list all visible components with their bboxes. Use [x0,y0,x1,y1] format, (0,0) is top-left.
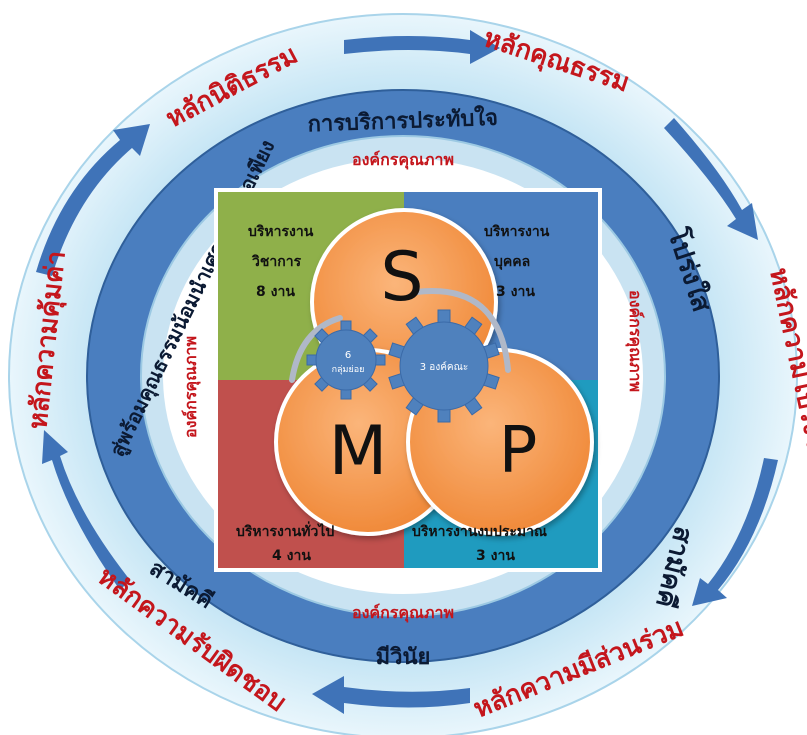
arrow-left-upper [36,124,150,276]
arrow-left-lower [42,430,130,590]
personnel-count: 3 งาน [496,284,535,300]
arrow-right-upper [664,118,758,240]
budget-title: บริหารงานงบประมาณ [412,524,547,540]
gear-large [388,309,500,423]
quadrant-frame [214,188,602,572]
quality-label-bottom: องค์กรคุณภาพ [352,603,454,623]
academic-count: 8 งาน [256,284,295,300]
quality-label-left: องค์กรคุณภาพ [181,336,201,438]
gear-small [306,320,386,400]
academic-subtitle: วิชาการ [251,254,302,270]
personnel-title: บริหารงาน [484,224,550,240]
arrow-bottom [312,676,470,714]
arrow-right-lower [692,458,778,606]
quality-label-right: องค์กรคุณภาพ [625,290,645,392]
arrow-top [344,30,500,64]
quality-label-top: องค์กรคุณภาพ [352,150,454,170]
personnel-subtitle: บุคคล [494,254,530,270]
gear-small-label: กลุ่มย่อย [332,365,365,375]
letter-s: S [380,238,423,317]
cycle-arrows [36,30,778,714]
letter-p: P [499,414,538,488]
gear-arc-right [413,288,511,373]
gear-arc-left [289,315,343,383]
discipline-label: มีวินัย [376,645,431,670]
budget-count: 3 งาน [476,548,515,564]
general-count: 4 งาน [272,548,311,564]
gear-small-number: 6 [345,350,351,361]
academic-title: บริหารงาน [248,224,314,240]
letter-m: M [329,412,388,491]
gear-large-label: 3 องค์คณะ [420,361,468,373]
general-title: บริหารงานทั่วไป [236,521,334,540]
